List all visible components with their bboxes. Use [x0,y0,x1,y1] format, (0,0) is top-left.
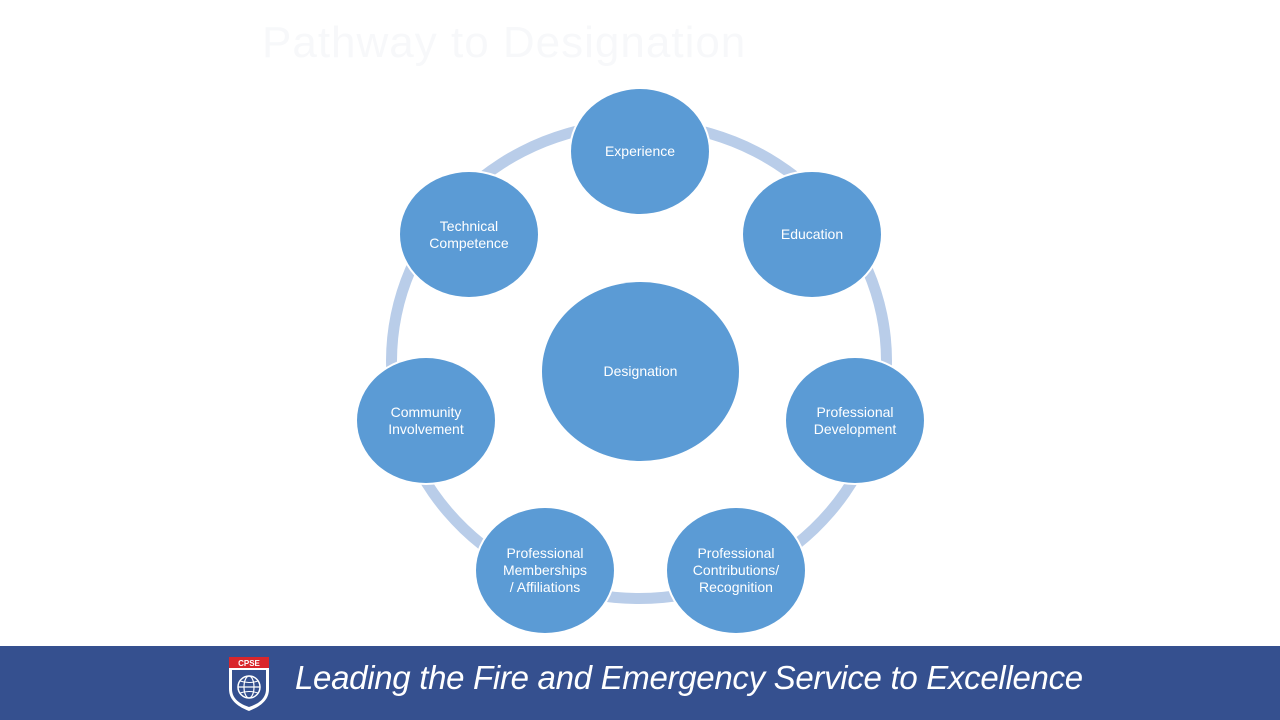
node-professional-memberships: Professional Memberships / Affiliations [476,508,614,633]
slide-title: Pathway to Designation [262,18,747,67]
node-designation-center: Designation [542,282,739,461]
node-professional-contributions: Professional Contributions/ Recognition [667,508,805,633]
node-education: Education [743,172,881,297]
footer-band [0,646,1280,720]
node-label: Technical Competence [429,217,509,251]
cpse-logo-icon: CPSE [229,657,269,711]
node-professional-development: Professional Development [786,358,924,483]
node-label: Community Involvement [388,403,464,437]
footer-tagline: Leading the Fire and Emergency Service t… [295,659,1083,696]
node-community-involvement: Community Involvement [357,358,495,483]
node-label: Experience [604,143,676,159]
center-label: Designation [603,363,678,379]
node-label: Professional Contributions/ Recognition [692,545,780,595]
node-experience: Experience [571,89,709,214]
node-label: Professional Memberships / Affiliations [502,545,588,595]
logo-text: CPSE [238,659,260,668]
node-label: Professional Development [813,403,897,437]
node-technical-competence: Technical Competence [400,172,538,297]
node-label: Education [780,226,844,242]
